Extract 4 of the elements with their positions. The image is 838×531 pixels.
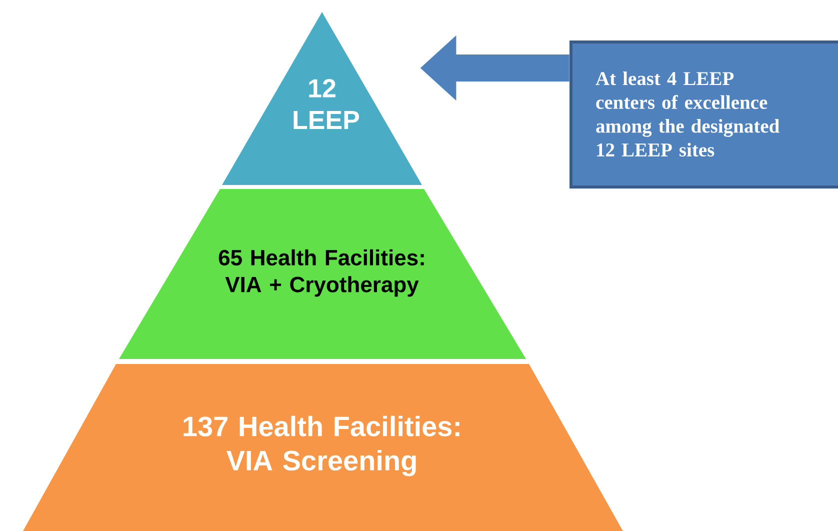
pyramid-tier: 65 Health Facilities: VIA + Cryotherapy xyxy=(119,189,526,359)
pyramid-tier: 137 Health Facilities: VIA Screening xyxy=(18,364,628,531)
callout-box: At least 4 LEEP centers of excellence among the designated 12 LEEP sites xyxy=(570,40,838,188)
pyramid-tier: 12 LEEP xyxy=(222,12,422,185)
